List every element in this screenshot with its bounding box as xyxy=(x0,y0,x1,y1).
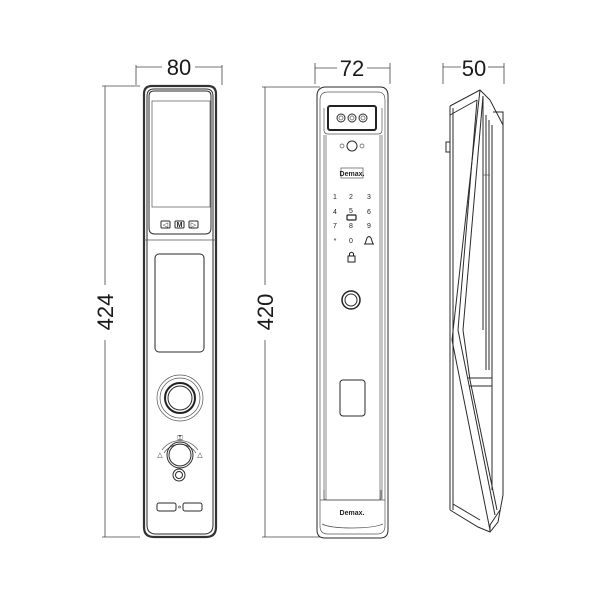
dimension-width-back: 72 xyxy=(314,56,391,84)
bottom-button-right[interactable] xyxy=(182,502,203,512)
brand-badge xyxy=(340,167,364,179)
key-2[interactable]: 2 xyxy=(349,194,353,201)
fingerprint-sensor xyxy=(341,290,361,310)
keypad: 1 2 3 4 5 6 7 8 9 * 0 xyxy=(333,194,374,263)
brand-logo-bottom: Demax. xyxy=(340,510,365,517)
dimension-height-front: 424 xyxy=(93,85,140,538)
card-icon xyxy=(346,214,357,221)
bottom-buttons xyxy=(156,502,203,512)
svg-text:M: M xyxy=(177,222,183,229)
width-label-back: 72 xyxy=(340,56,364,81)
camera-module xyxy=(323,105,383,152)
height-label-back: 420 xyxy=(253,294,278,331)
svg-text:◁: ◁ xyxy=(163,222,169,229)
key-5[interactable]: 5 xyxy=(349,208,353,215)
key-4[interactable]: 4 xyxy=(333,209,337,216)
nav-menu-button[interactable] xyxy=(174,220,185,229)
nav-buttons: ◁ M ▷ xyxy=(160,220,199,229)
back-view: 72 420 Demax. xyxy=(253,56,391,539)
dimension-width-front: 80 xyxy=(135,55,223,85)
dimension-height-back: 420 xyxy=(253,86,320,538)
key-9[interactable]: 9 xyxy=(367,223,371,230)
handle-recess xyxy=(154,253,205,353)
unlock-icon: ⚿ xyxy=(177,435,183,442)
warning-icon-right: △ xyxy=(197,452,203,459)
nav-left-button[interactable] xyxy=(160,220,171,229)
handle-knob: ⚿ △ △ xyxy=(157,435,203,469)
key-7[interactable]: 7 xyxy=(333,223,337,230)
key-3[interactable]: 3 xyxy=(367,194,371,201)
bottom-button-left[interactable] xyxy=(156,502,177,512)
front-view: 80 424 ◁ M ▷ xyxy=(93,55,223,539)
key-8[interactable]: 8 xyxy=(349,223,353,230)
card-reader xyxy=(339,379,366,417)
key-6[interactable]: 6 xyxy=(367,209,371,216)
height-label-front: 424 xyxy=(93,294,118,331)
key-cylinder xyxy=(172,468,186,482)
fingerprint-ring xyxy=(156,374,204,422)
nav-right-button[interactable] xyxy=(188,220,199,229)
warning-icon-left: △ xyxy=(157,452,163,459)
width-label-front: 80 xyxy=(167,55,191,80)
brand-logo-top: Demax. xyxy=(340,171,365,178)
lock-icon xyxy=(347,251,356,263)
key-1[interactable]: 1 xyxy=(333,194,337,201)
side-view: 50 xyxy=(442,56,505,533)
side-tab xyxy=(445,141,451,153)
svg-text:▷: ▷ xyxy=(191,222,197,229)
key-0[interactable]: 0 xyxy=(349,238,353,245)
doorbell-icon[interactable] xyxy=(364,236,374,245)
key-star[interactable]: * xyxy=(334,238,337,245)
dimension-width-side: 50 xyxy=(442,56,505,84)
width-label-side: 50 xyxy=(462,56,486,81)
display-screen xyxy=(151,100,211,208)
